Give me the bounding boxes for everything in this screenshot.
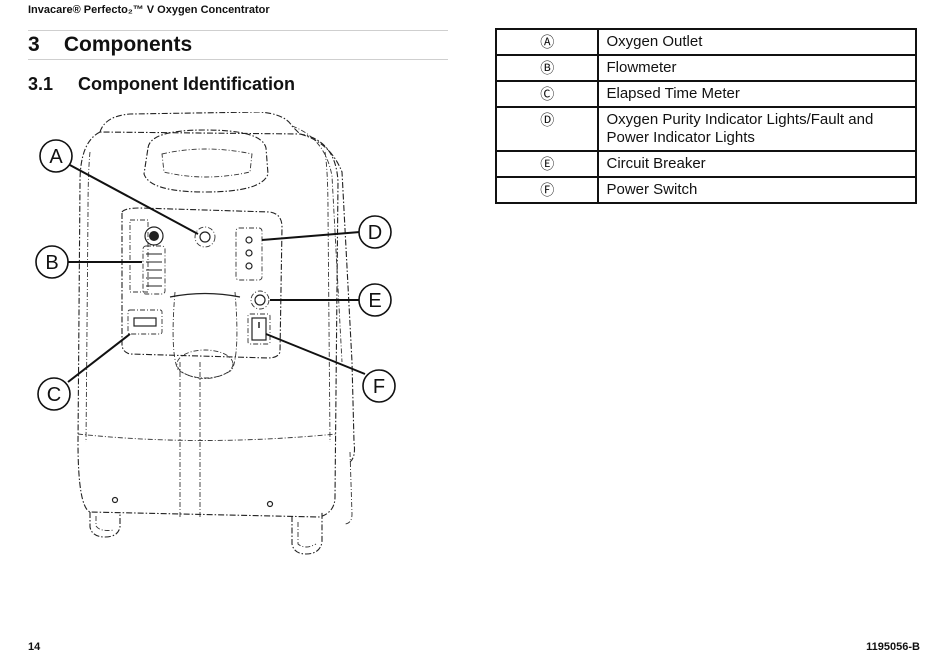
flowmeter-knob (144, 226, 164, 246)
component-letter: Ⓐ (494, 28, 600, 56)
table-row: Ⓑ Flowmeter (494, 54, 917, 82)
power-switch-housing (247, 313, 271, 345)
chapter-title: 3 Components (28, 30, 448, 60)
circuit-breaker-icon (250, 290, 270, 310)
table-row: Ⓐ Oxygen Outlet (494, 28, 917, 56)
table-row: Ⓕ Power Switch (494, 176, 917, 204)
control-panel (121, 207, 283, 359)
svg-text:F: F (373, 376, 385, 398)
component-letter: Ⓕ (494, 176, 600, 204)
section-title: 3.1 Component Identification (28, 74, 295, 95)
callout-f: F (362, 369, 396, 403)
concentrator-illustration: A B C D E F (35, 112, 396, 555)
callout-a: A (39, 139, 73, 173)
carry-handle (143, 129, 269, 193)
component-name: Circuit Breaker (597, 150, 917, 178)
power-switch-icon (251, 317, 267, 341)
svg-text:A: A (49, 146, 63, 168)
component-name: Flowmeter (597, 54, 917, 82)
svg-text:E: E (368, 290, 381, 312)
running-header: Invacare® Perfecto₂™ V Oxygen Concentrat… (28, 4, 270, 16)
component-name: Elapsed Time Meter (597, 80, 917, 108)
device-top-shell (99, 112, 301, 135)
callout-e: E (358, 283, 392, 317)
svg-text:C: C (47, 384, 61, 406)
chapter-title-text: Components (63, 33, 193, 56)
callout-d: D (358, 215, 392, 249)
elapsed-time-meter-icon (133, 317, 157, 327)
callout-b: B (35, 245, 69, 279)
component-name: Oxygen Purity Indicator Lights/Fault and… (597, 106, 917, 152)
svg-text:D: D (368, 222, 382, 244)
oxygen-outlet-icon (194, 226, 216, 248)
elapsed-time-meter-housing (127, 309, 163, 335)
left-wheel (89, 512, 121, 538)
component-name: Oxygen Outlet (597, 28, 917, 56)
device-right-side (299, 133, 356, 463)
component-letter: Ⓔ (494, 150, 600, 178)
component-table: Ⓐ Oxygen Outlet Ⓑ Flowmeter Ⓒ Elapsed Ti… (494, 28, 917, 204)
component-name: Power Switch (597, 176, 917, 204)
callout-c: C (37, 377, 71, 411)
component-letter: Ⓒ (494, 80, 600, 108)
document-number: 1195056-B (866, 641, 920, 653)
right-wheel (291, 512, 323, 555)
svg-text:B: B (45, 252, 58, 274)
section-title-text: Component Identification (78, 74, 295, 94)
table-row: Ⓔ Circuit Breaker (494, 150, 917, 178)
component-letter: Ⓓ (494, 106, 600, 152)
indicator-lights-panel (235, 227, 263, 281)
page-number: 14 (28, 641, 41, 653)
chapter-number: 3 (28, 33, 40, 56)
section-number: 3.1 (28, 74, 54, 94)
flowmeter-tube (142, 245, 166, 295)
component-letter: Ⓑ (494, 54, 600, 82)
table-row: Ⓒ Elapsed Time Meter (494, 80, 917, 108)
table-row: Ⓓ Oxygen Purity Indicator Lights/Fault a… (494, 106, 917, 152)
